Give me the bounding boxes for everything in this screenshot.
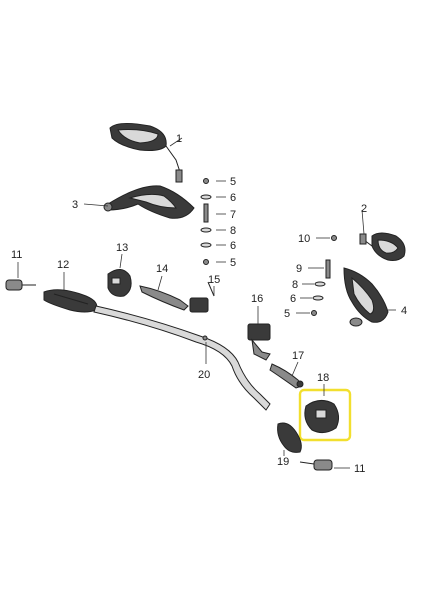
callout-17: 17 bbox=[292, 350, 304, 362]
part-brake-master-cylinder bbox=[247, 323, 271, 361]
callout-7: 7 bbox=[230, 209, 236, 221]
part-left-switch bbox=[107, 269, 132, 297]
part-left-hardware-stack bbox=[200, 178, 212, 265]
callout-8-right: 8 bbox=[292, 279, 298, 291]
part-left-handguard bbox=[103, 185, 195, 219]
callout-11-right: 11 bbox=[354, 463, 365, 475]
part-right-mirror bbox=[359, 232, 406, 261]
callout-16: 16 bbox=[251, 293, 263, 305]
callout-5-right: 5 bbox=[284, 308, 290, 320]
part-left-grip bbox=[43, 289, 98, 313]
callout-5-mid: 5 bbox=[230, 257, 236, 269]
callout-6-right: 6 bbox=[290, 293, 296, 305]
part-bar-end-left bbox=[5, 279, 36, 291]
callout-19: 19 bbox=[277, 456, 289, 468]
callout-labels: 1 2 3 4 5 6 7 8 6 5 10 9 8 6 5 11 12 13 … bbox=[11, 133, 407, 475]
part-right-switch bbox=[304, 400, 340, 434]
callout-6-mid: 6 bbox=[230, 240, 236, 252]
callout-9: 9 bbox=[296, 263, 302, 275]
callout-14: 14 bbox=[156, 263, 168, 275]
callout-10: 10 bbox=[298, 233, 310, 245]
part-clutch-perch bbox=[189, 281, 215, 313]
part-right-handguard bbox=[343, 267, 389, 327]
callout-13: 13 bbox=[116, 242, 128, 254]
callout-4: 4 bbox=[401, 305, 407, 317]
part-clutch-lever bbox=[139, 285, 189, 311]
callout-15: 15 bbox=[208, 274, 220, 286]
part-handlebar bbox=[93, 305, 271, 411]
callout-11-left: 11 bbox=[11, 249, 22, 261]
callout-3: 3 bbox=[72, 199, 78, 211]
callout-1: 1 bbox=[176, 133, 182, 145]
callout-6-top: 6 bbox=[230, 192, 236, 204]
callout-18: 18 bbox=[317, 372, 329, 384]
highlight-box bbox=[298, 388, 352, 442]
leader-lines bbox=[17, 137, 396, 469]
callout-2: 2 bbox=[361, 203, 367, 215]
part-brake-lever bbox=[269, 363, 304, 389]
callout-5-top: 5 bbox=[230, 176, 236, 188]
part-left-mirror bbox=[109, 122, 183, 183]
part-right-grip bbox=[277, 422, 302, 453]
part-bar-end-right bbox=[299, 459, 333, 471]
callout-20: 20 bbox=[198, 369, 210, 381]
part-right-hardware-stack bbox=[311, 235, 337, 316]
callout-8-left: 8 bbox=[230, 225, 236, 237]
callout-12: 12 bbox=[57, 259, 69, 271]
